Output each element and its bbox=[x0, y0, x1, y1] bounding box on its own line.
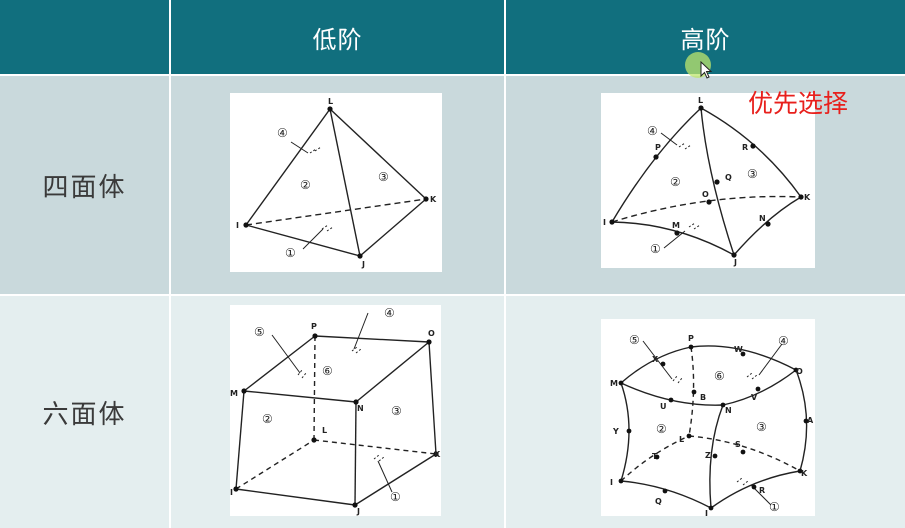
row-label-tetrahedron: 四面体 bbox=[42, 172, 127, 203]
figure-hexa-high: X P W O M U B N V Y L S A T Z I Q J R K bbox=[601, 319, 815, 516]
face-label: ① bbox=[285, 246, 296, 260]
face-label: ④ bbox=[384, 306, 395, 320]
node-label: V bbox=[751, 393, 758, 402]
node-label: O bbox=[702, 190, 709, 199]
face-label: ④ bbox=[647, 124, 658, 138]
node-label: W bbox=[734, 345, 743, 354]
node-label: K bbox=[804, 193, 811, 202]
node-label: L bbox=[322, 426, 327, 435]
node-label: I bbox=[230, 488, 233, 497]
node-label: U bbox=[660, 402, 667, 411]
node-label: O bbox=[428, 329, 435, 338]
node-label: J bbox=[704, 509, 708, 516]
node-label: N bbox=[759, 214, 766, 223]
row-label-hexahedron: 六面体 bbox=[42, 399, 127, 430]
node-label: I bbox=[236, 221, 239, 230]
face-label: ⑤ bbox=[254, 325, 265, 339]
node-label: L bbox=[328, 97, 333, 106]
node-label: I bbox=[610, 478, 613, 487]
face-label: ⑥ bbox=[714, 369, 725, 383]
column-divider bbox=[504, 0, 506, 528]
header-low-order: 低阶 bbox=[312, 25, 363, 54]
node-label: T bbox=[652, 452, 658, 461]
node-label: I bbox=[603, 218, 606, 227]
node-label: M bbox=[672, 221, 680, 230]
node-label: P bbox=[311, 322, 317, 331]
node-label: B bbox=[700, 393, 706, 402]
node-label: K bbox=[801, 469, 808, 478]
node-label: J bbox=[361, 260, 365, 269]
face-label: ③ bbox=[747, 167, 758, 181]
face-label: ⑤ bbox=[629, 333, 640, 347]
table-header: 低阶 高阶 bbox=[0, 0, 905, 74]
node-label: Q bbox=[655, 497, 662, 506]
node-label: X bbox=[652, 355, 659, 364]
node-label: A bbox=[807, 416, 814, 425]
column-divider bbox=[169, 0, 171, 528]
row-divider bbox=[0, 294, 905, 296]
node-label: L bbox=[698, 96, 703, 105]
figure-hexa-low: P O M N L I J K ⑤ ④ ⑥ ② ③ ① bbox=[230, 305, 441, 516]
mouse-pointer-icon bbox=[700, 61, 712, 79]
figure-tetra-low: L I J K ④ ② ③ ① bbox=[230, 93, 442, 272]
tetra-low-diagram: L I J K ④ ② ③ ① bbox=[236, 97, 437, 269]
face-label: ① bbox=[769, 500, 780, 514]
face-label: ④ bbox=[778, 334, 789, 348]
node-label: K bbox=[430, 195, 437, 204]
face-label: ③ bbox=[391, 404, 402, 418]
face-label: ③ bbox=[378, 170, 389, 184]
face-label: ② bbox=[300, 178, 311, 192]
face-label: ② bbox=[262, 412, 273, 426]
node-label: N bbox=[357, 404, 364, 413]
face-label: ② bbox=[670, 175, 681, 189]
node-label: N bbox=[725, 406, 732, 415]
node-label: R bbox=[742, 143, 748, 152]
node-label: Z bbox=[705, 451, 711, 460]
node-label: P bbox=[688, 334, 694, 343]
face-label: ② bbox=[656, 422, 667, 436]
node-label: K bbox=[434, 450, 441, 459]
node-label: M bbox=[230, 389, 238, 398]
face-label: ③ bbox=[756, 420, 767, 434]
face-label: ⑥ bbox=[322, 364, 333, 378]
face-label: ① bbox=[650, 242, 661, 256]
tetra-high-diagram: L P R Q O K I M N J ④ ② ③ ① bbox=[603, 96, 811, 267]
row-divider bbox=[0, 74, 905, 76]
node-label: L bbox=[679, 435, 684, 444]
node-label: P bbox=[655, 143, 661, 152]
node-label: M bbox=[610, 379, 618, 388]
node-label: J bbox=[733, 258, 737, 267]
node-label: R bbox=[759, 486, 765, 495]
node-label: S bbox=[735, 440, 741, 449]
face-label: ① bbox=[390, 490, 401, 504]
node-label: J bbox=[356, 507, 360, 516]
face-label: ④ bbox=[277, 126, 288, 140]
node-label: Y bbox=[612, 427, 619, 436]
figure-tetra-high: L P R Q O K I M N J ④ ② ③ ① bbox=[601, 93, 815, 268]
priority-note: 优先选择 bbox=[748, 89, 849, 118]
hexa-low-diagram: P O M N L I J K ⑤ ④ ⑥ ② ③ ① bbox=[230, 306, 441, 516]
hexa-high-diagram: X P W O M U B N V Y L S A T Z I Q J R K bbox=[610, 333, 814, 516]
node-label: O bbox=[796, 367, 803, 376]
header-high-order: 高阶 bbox=[680, 25, 731, 54]
node-label: Q bbox=[725, 173, 732, 182]
